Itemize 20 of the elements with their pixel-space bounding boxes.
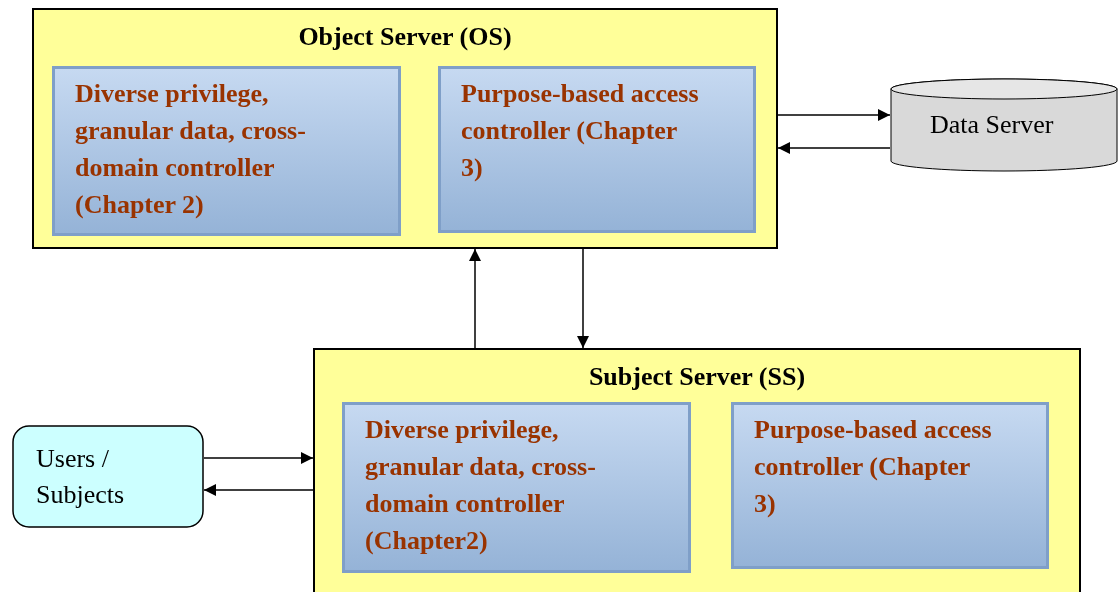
controller-box (342, 402, 691, 573)
server-panel (32, 8, 778, 249)
box-text: Purpose-based access controller (Chapter 3) (754, 414, 993, 520)
arrow (203, 452, 314, 464)
arrow (777, 109, 891, 121)
controller-box (731, 402, 1049, 569)
node-label: Data Server (930, 110, 1054, 140)
box-text: Purpose-based access controller (Chapter 3) (461, 78, 700, 184)
controller-box (52, 66, 401, 236)
box-text: Diverse privilege, granular data, cross-domain controller (Chapter2) (365, 414, 597, 557)
server-panel (313, 348, 1081, 592)
arrow (777, 142, 891, 154)
panel-title: Object Server (OS) (297, 22, 513, 52)
panel-title: Subject Server (SS) (587, 362, 807, 392)
arrow (469, 248, 481, 349)
controller-box (438, 66, 756, 233)
node-label: Users / Subjects (36, 443, 126, 511)
arrow (577, 248, 589, 349)
box-text: Diverse privilege, granular data, cross-domain controller (Chapter 2) (75, 78, 307, 221)
arrow (203, 484, 314, 496)
